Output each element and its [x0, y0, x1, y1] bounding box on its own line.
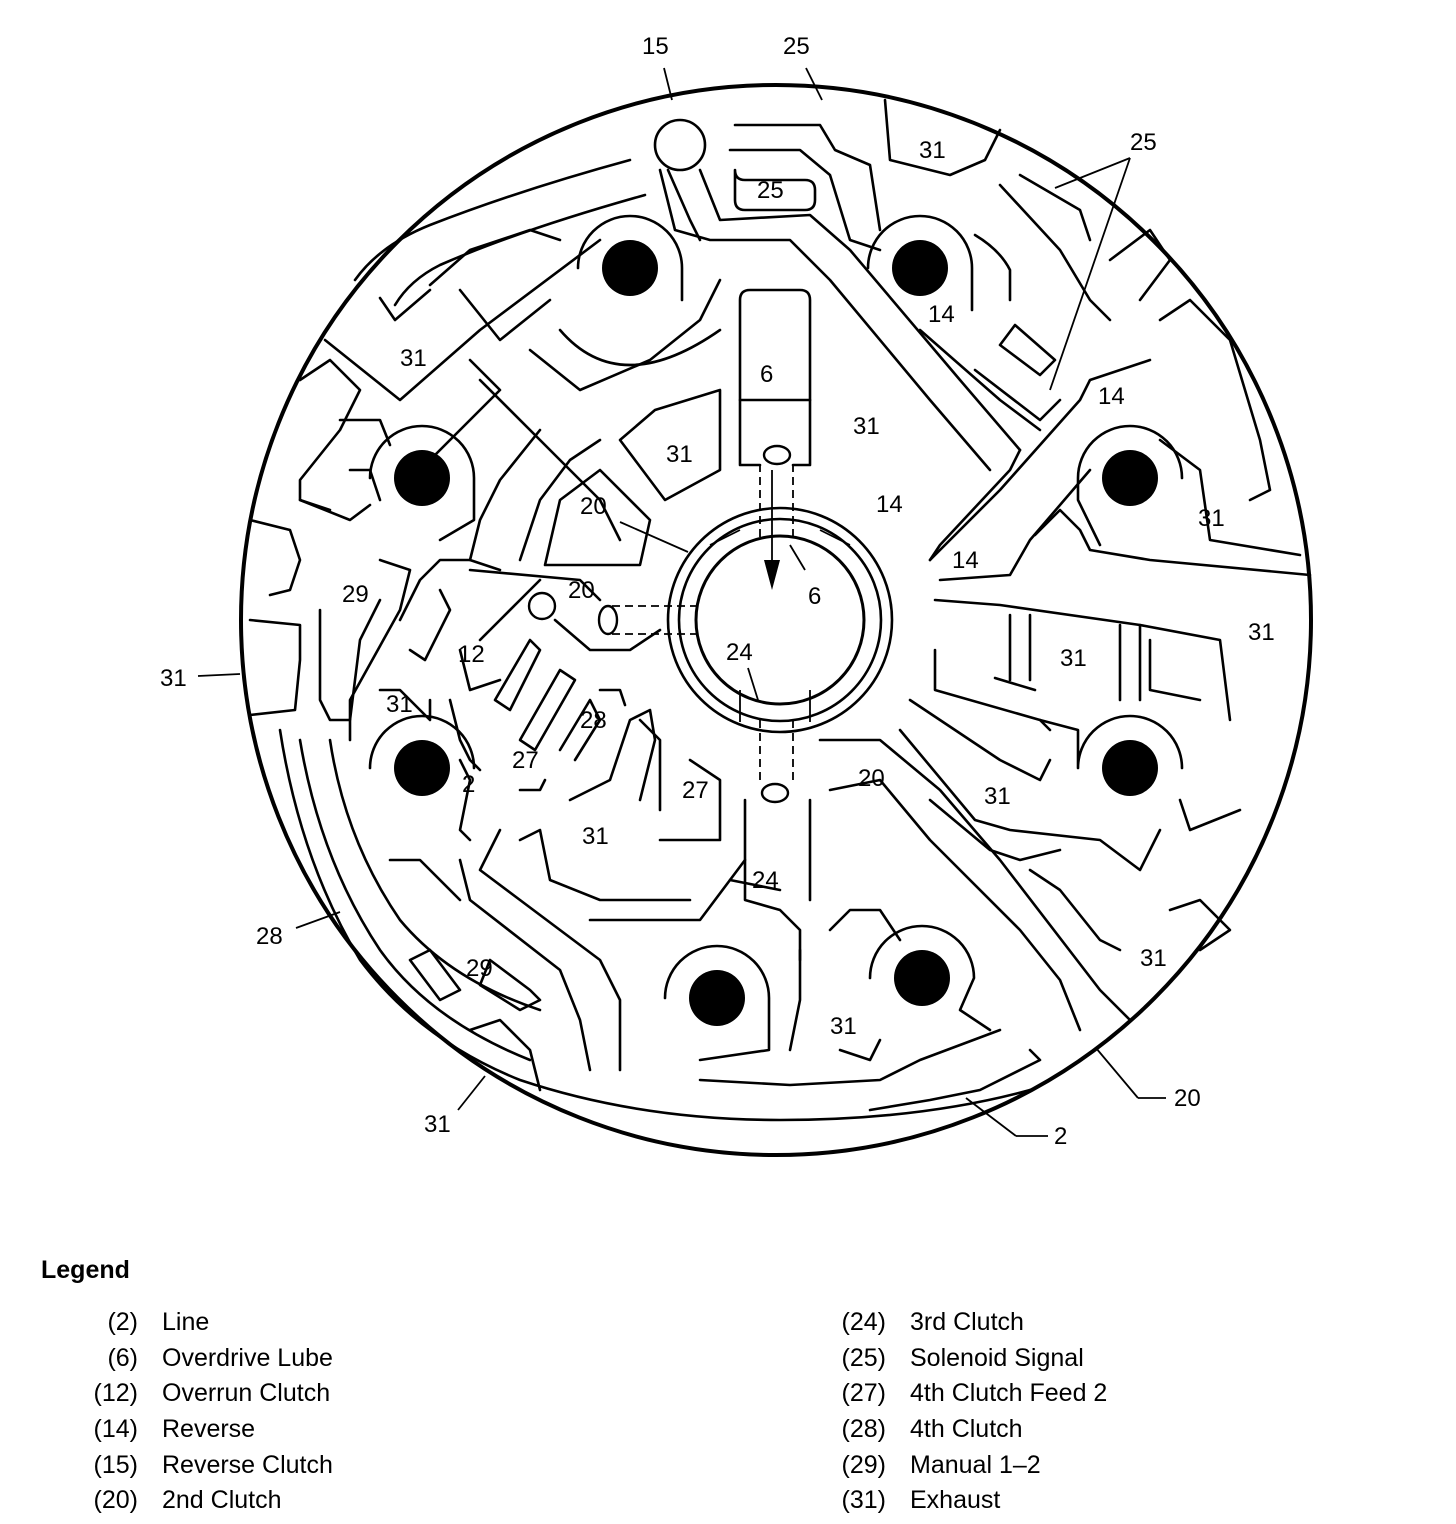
channel-label-c20-low: 20 [858, 765, 885, 792]
legend-item-label: Reverse [162, 1415, 256, 1444]
legend-item-label: 4th Clutch Feed 2 [910, 1379, 1108, 1408]
callout-25-top: 25 [783, 33, 810, 60]
legend-item-label: Solenoid Signal [910, 1343, 1084, 1372]
bolt-hole-3 [394, 450, 450, 506]
channel-label-c2: 2 [462, 771, 475, 798]
central-bore [666, 506, 894, 734]
legend-item-number: (14) [93, 1415, 138, 1444]
legend-item: (31) Exhaust [836, 1483, 1107, 1519]
channel-label-c14-b: 14 [1098, 383, 1125, 410]
channel-label-c6: 6 [760, 361, 773, 388]
legend-item-number: (12) [93, 1379, 138, 1408]
legend-item-number: (15) [93, 1450, 138, 1479]
legend-item: (28) 4th Clutch [836, 1412, 1107, 1448]
callout-labels: 15 25 25 31 28 31 20 2 [160, 33, 1201, 1150]
legend-item-label: 3rd Clutch [910, 1308, 1024, 1337]
legend-item-number: (2) [107, 1308, 138, 1337]
channel-label-c14-c: 14 [876, 491, 903, 518]
callout-28-left: 28 [256, 923, 283, 950]
channel-label-c14-a: 14 [928, 301, 955, 328]
channel-label-c24-bore: 24 [726, 639, 753, 666]
channel-label-c31-mid: 31 [853, 413, 880, 440]
feed-passages [527, 444, 806, 804]
channel-label-c31-center: 31 [666, 441, 693, 468]
legend-item: (20) 2nd Clutch [88, 1483, 333, 1519]
bolt-holes [394, 240, 1158, 1026]
legend-item-number: (31) [841, 1486, 886, 1515]
legend-item-label: 4th Clutch [910, 1415, 1023, 1444]
channel-label-c27-a: 27 [512, 747, 539, 774]
legend-title: Legend [41, 1256, 130, 1284]
channel-label-c28: 28 [580, 707, 607, 734]
channel-label-c31-top: 31 [919, 137, 946, 164]
legend-item: (12) Overrun Clutch [88, 1376, 333, 1412]
bolt-hole-2 [892, 240, 948, 296]
bolt-hole-6 [1102, 740, 1158, 796]
legend-item: (15) Reverse Clutch [88, 1447, 333, 1483]
legend-item: (29) Manual 1–2 [836, 1447, 1107, 1483]
callout-31-bottom: 31 [424, 1111, 451, 1138]
callout-31-left: 31 [160, 665, 187, 692]
bolt-hole-5 [394, 740, 450, 796]
channel-label-c31-bot: 31 [830, 1013, 857, 1040]
channel-label-c29-left: 29 [342, 581, 369, 608]
channel-label-c31-small: 31 [386, 691, 413, 718]
legend-item: (14) Reverse [88, 1412, 333, 1448]
channel-label-c25-slot: 25 [757, 177, 784, 204]
channel-label-c31-edge: 31 [1140, 945, 1167, 972]
channel-network [248, 98, 1312, 1122]
valve-body-svg: 15 25 25 31 28 31 20 2 31 25 31 6 14 14 31 31 20… [160, 33, 1313, 1157]
channel-label-c27-b: 27 [682, 777, 709, 804]
legend-item: (25) Solenoid Signal [836, 1341, 1107, 1377]
channel-label-c12: 12 [458, 641, 485, 668]
legend-item-number: (28) [841, 1415, 886, 1444]
channel-labels: 31 25 31 6 14 14 31 31 20 14 14 31 20 6 29 12 31 31 24 31 28… [342, 137, 1275, 1040]
channel-label-c31-right2: 31 [1248, 619, 1275, 646]
legend-item-number: (20) [93, 1486, 138, 1515]
legend-item-number: (27) [841, 1379, 886, 1408]
legend-item-label: Overdrive Lube [162, 1343, 333, 1372]
legend-item-number: (6) [107, 1343, 138, 1372]
legend-item-number: (25) [841, 1343, 886, 1372]
channel-label-c14-d: 14 [952, 547, 979, 574]
channel-label-c29-low: 29 [466, 955, 493, 982]
outer-plate [239, 83, 1313, 1157]
channel-label-c31-lowr: 31 [984, 783, 1011, 810]
valve-body-diagram: 15 25 25 31 28 31 20 2 31 25 31 6 14 14 31 31 20… [160, 33, 1313, 1157]
bolt-hole-7 [689, 970, 745, 1026]
legend-item-label: Manual 1–2 [910, 1450, 1041, 1479]
callout-20-bottom: 20 [1174, 1085, 1201, 1112]
legend-item: (2) Line [88, 1305, 333, 1341]
bolt-hole-4 [1102, 450, 1158, 506]
legend-right-column: (24) 3rd Clutch (25) Solenoid Signal (27) 4th… [836, 1305, 1108, 1519]
legend-item-number: (29) [841, 1450, 886, 1479]
bolt-hole-8 [894, 950, 950, 1006]
channel-label-c31-right: 31 [1198, 505, 1225, 532]
channel-label-c24-low: 24 [752, 867, 779, 894]
callout-2-bottom: 2 [1054, 1123, 1067, 1150]
channel-label-c31-rmid: 31 [1060, 645, 1087, 672]
legend-left-column: (2) Line (6) Overdrive Lube (12) Overrun Clut… [88, 1305, 333, 1519]
bolt-bosses [368, 214, 1184, 1062]
legend-item-number: (24) [841, 1308, 886, 1337]
callout-25-right: 25 [1130, 129, 1157, 156]
legend-item-label: Reverse Clutch [162, 1450, 333, 1479]
legend-item-label: Exhaust [910, 1486, 1001, 1515]
channel-label-c31-low: 31 [582, 823, 609, 850]
callout-leaders [197, 67, 1166, 1137]
channel-label-c20-left: 20 [580, 493, 607, 520]
bolt-hole-1 [602, 240, 658, 296]
channel-label-c31-left: 31 [400, 345, 427, 372]
channel-label-c20-valve: 20 [568, 577, 595, 604]
legend-item-label: 2nd Clutch [162, 1486, 282, 1515]
channel-label-c6-bore: 6 [808, 583, 821, 610]
legend-item: (6) Overdrive Lube [88, 1341, 333, 1377]
legend-item-label: Overrun Clutch [162, 1379, 331, 1408]
legend-item: (24) 3rd Clutch [836, 1305, 1107, 1341]
legend-item: (27) 4th Clutch Feed 2 [836, 1376, 1108, 1412]
callout-15: 15 [642, 33, 669, 60]
legend-item-label: Line [162, 1308, 210, 1337]
